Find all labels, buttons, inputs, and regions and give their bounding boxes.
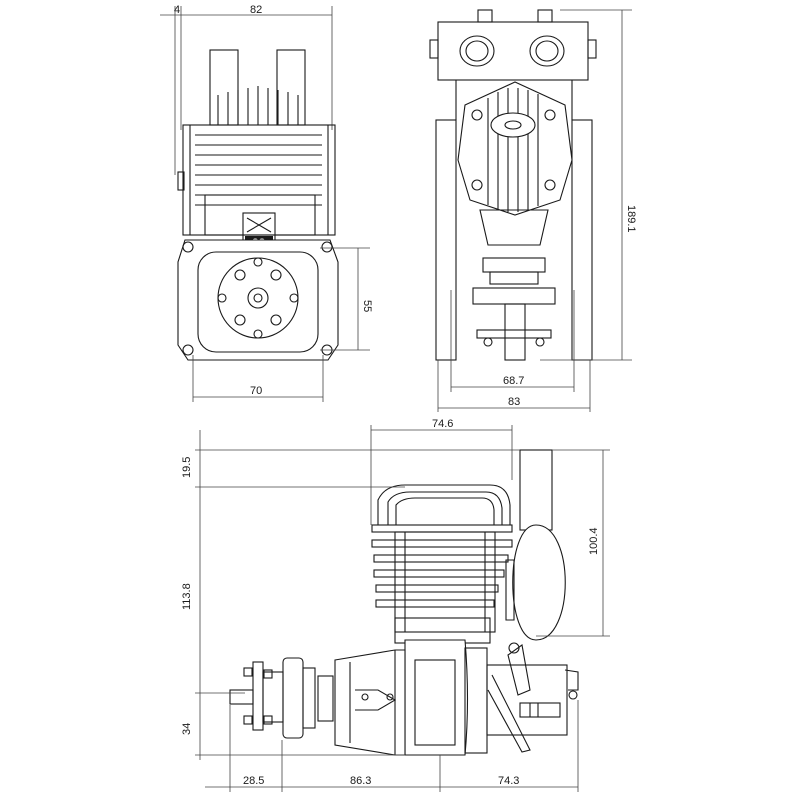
rear-muffler	[429, 9, 597, 81]
side-prop-hub	[229, 657, 334, 739]
side-dim-28-5: 28.5	[243, 775, 264, 787]
side-dim-19-5: 19.5	[181, 457, 193, 478]
side-cylinder-fins	[371, 524, 513, 633]
side-muffler-height-dimension: 100.4	[536, 449, 610, 637]
front-dim-70: 70	[250, 385, 262, 397]
front-dim-82: 82	[250, 4, 262, 16]
front-cylinder	[177, 124, 336, 236]
front-view: 4 82	[160, 4, 373, 402]
rear-overall-width-dimension: 83	[437, 360, 591, 412]
rear-height-dimension: 189.1	[540, 9, 637, 361]
rear-inner-width-dimension: 68.7	[450, 290, 575, 392]
rear-cylinder-head	[457, 81, 573, 216]
front-mount-plate	[177, 239, 339, 361]
side-cylinder-head	[377, 484, 511, 526]
side-top-offset-dimension: 19.5	[181, 430, 520, 760]
side-dim-100-4: 100.4	[588, 527, 600, 555]
front-right-dimension: 55	[320, 247, 373, 351]
side-dim-74-3: 74.3	[498, 775, 519, 787]
side-cylinder-height-dimension: 113.8	[181, 583, 245, 694]
side-crankcase	[394, 617, 491, 756]
front-top-dimension: 4 82	[160, 4, 333, 175]
side-top-width-dimension: 74.6	[370, 418, 513, 525]
rear-dim-68-7: 68.7	[503, 375, 524, 387]
side-muffler	[505, 449, 566, 641]
side-dim-34: 34	[181, 723, 193, 735]
front-dim-55: 55	[361, 300, 373, 312]
rear-dim-189-1: 189.1	[625, 205, 637, 233]
side-dim-113-8: 113.8	[181, 583, 193, 610]
front-bottom-dimension: 70	[192, 355, 324, 402]
side-view: 74.6 19.5 100.4 113.8 34	[181, 418, 610, 792]
front-head-spikes	[217, 86, 299, 125]
rear-view: 189.1 68.7 83	[429, 9, 637, 412]
side-bottom-dimensions: 28.5 86.3 74.3	[205, 700, 579, 792]
side-front-housing	[334, 649, 406, 756]
side-dim-74-6: 74.6	[432, 418, 453, 430]
rear-dim-83: 83	[508, 396, 520, 408]
front-dim-4: 4	[174, 4, 180, 16]
side-carburetor	[486, 642, 579, 753]
side-dim-86-3: 86.3	[350, 775, 371, 787]
rear-crankcase	[472, 209, 556, 361]
